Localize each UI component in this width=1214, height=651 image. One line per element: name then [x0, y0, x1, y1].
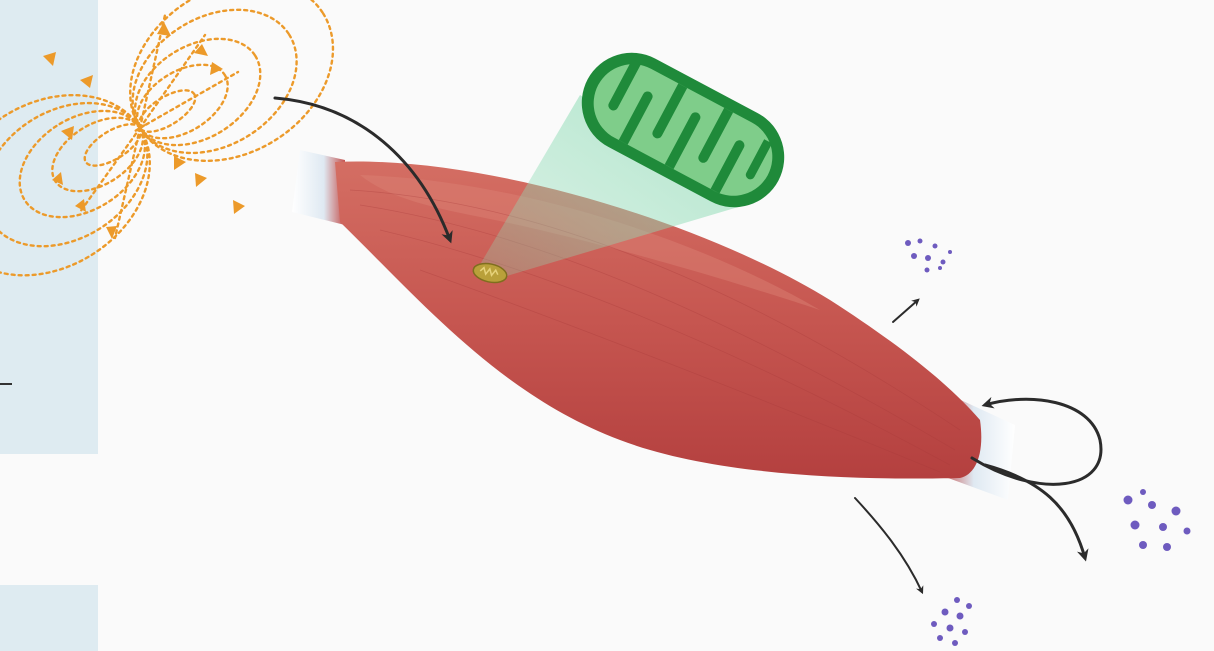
particle-cluster-top: [905, 239, 952, 273]
left-tendon: [292, 150, 345, 225]
small-arrow-up-icon: [893, 300, 918, 322]
particle-cluster-right: [1124, 489, 1191, 551]
curved-arrow-down-icon: [855, 498, 922, 592]
particle-cluster-bottom: [931, 597, 972, 646]
